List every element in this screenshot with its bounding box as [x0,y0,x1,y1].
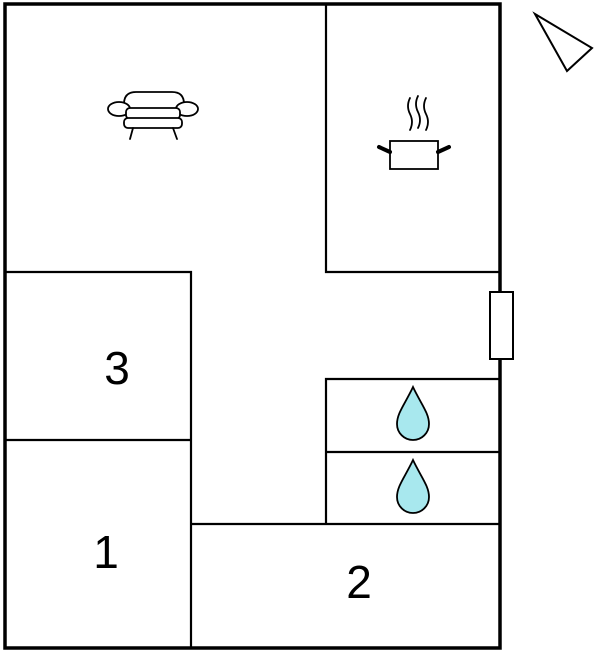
entrance-door-icon [489,291,514,360]
room-label-1: 1 [93,526,119,578]
north-arrow-icon [532,11,594,73]
room-label-3: 3 [104,342,130,394]
water-drop-icon [396,457,430,514]
interior-walls [5,4,500,648]
cooking-pot-icon [377,95,451,170]
room-label-2: 2 [346,556,372,608]
sofa-icon [107,91,199,140]
water-drop-icon [396,384,430,441]
